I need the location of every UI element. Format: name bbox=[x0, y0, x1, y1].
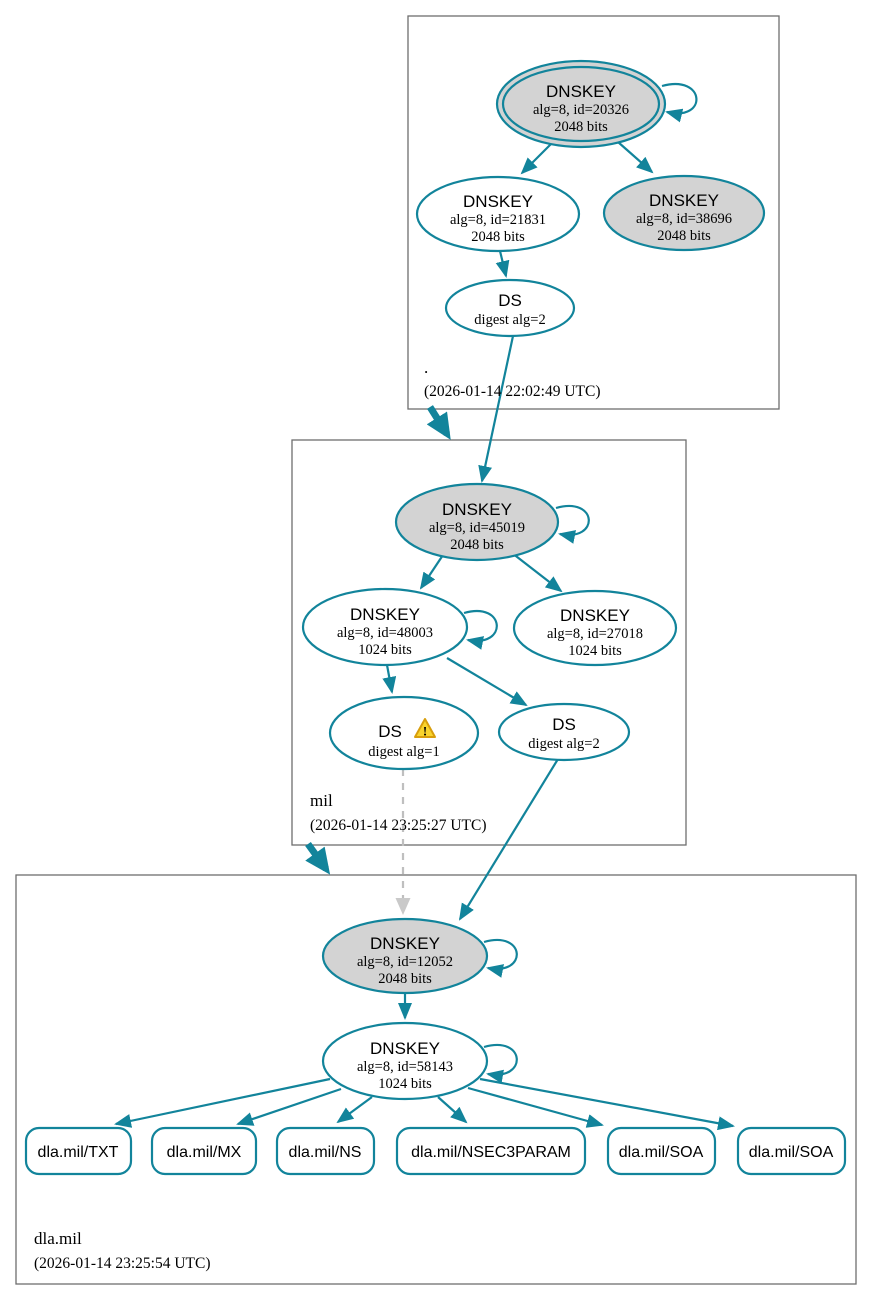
zone-box-mil bbox=[291, 439, 687, 846]
rrset-label: dla.mil/SOA bbox=[749, 1144, 834, 1161]
edge-dla-zsk-to-nsec3param bbox=[437, 1096, 468, 1124]
zone-label-mil: mil bbox=[310, 791, 333, 810]
edge-root-ds-to-mil-ksk bbox=[478, 335, 515, 483]
node-detail: alg=8, id=21831 bbox=[450, 212, 546, 228]
node-mil-ksk-45019[interactable]: DNSKEY alg=8, id=45019 2048 bits bbox=[394, 482, 560, 562]
node-detail: alg=8, id=45019 bbox=[429, 520, 525, 536]
node-dla-zsk-58143[interactable]: DNSKEY alg=8, id=58143 1024 bits bbox=[321, 1021, 489, 1101]
node-detail: 2048 bits bbox=[657, 228, 711, 244]
edge-mil-zsk-to-ds1 bbox=[382, 664, 397, 694]
rrset-dla-mil-soa-2[interactable]: dla.mil/SOA bbox=[736, 1126, 847, 1176]
node-detail: digest alg=2 bbox=[528, 736, 599, 752]
zone-timestamp-dla-mil: (2026-01-14 23:25:54 UTC) bbox=[34, 1255, 211, 1272]
edge-dla-zsk-to-soa1 bbox=[467, 1086, 604, 1128]
edge-mil-zsk-self-sign bbox=[463, 610, 498, 650]
node-title: DNSKEY bbox=[370, 934, 440, 953]
rrset-dla-mil-nsec3param[interactable]: dla.mil/NSEC3PARAM bbox=[395, 1126, 587, 1176]
edge-dla-zsk-to-ns bbox=[336, 1096, 373, 1124]
warning-icon: ! bbox=[414, 718, 436, 739]
zone-label-dla-mil: dla.mil bbox=[34, 1229, 82, 1248]
rrset-label: dla.mil/TXT bbox=[38, 1144, 119, 1161]
zone-box-root bbox=[407, 15, 780, 410]
rrset-dla-mil-ns[interactable]: dla.mil/NS bbox=[275, 1126, 376, 1176]
node-detail: alg=8, id=38696 bbox=[636, 211, 732, 227]
node-detail: alg=8, id=27018 bbox=[547, 626, 643, 642]
edge-mil-zsk-to-ds2 bbox=[446, 657, 528, 707]
svg-text:!: ! bbox=[423, 724, 427, 739]
edge-dla-zsk-self-sign bbox=[483, 1044, 518, 1084]
edge-delegation-root-to-mil bbox=[426, 405, 451, 440]
node-root-dnskey-38696[interactable]: DNSKEY alg=8, id=38696 2048 bits bbox=[602, 174, 766, 252]
rrset-dla-mil-soa-1[interactable]: dla.mil/SOA bbox=[606, 1126, 717, 1176]
node-title: DS bbox=[552, 715, 576, 734]
edge-root-zsk-to-ds bbox=[495, 250, 510, 278]
node-title: DNSKEY bbox=[649, 191, 719, 210]
node-root-zsk-21831[interactable]: DNSKEY alg=8, id=21831 2048 bits bbox=[415, 175, 581, 253]
node-mil-zsk-48003[interactable]: DNSKEY alg=8, id=48003 1024 bits bbox=[301, 587, 469, 667]
node-detail: alg=8, id=20326 bbox=[533, 102, 629, 118]
node-mil-dnskey-27018[interactable]: DNSKEY alg=8, id=27018 1024 bits bbox=[512, 589, 678, 667]
node-detail: digest alg=1 bbox=[368, 744, 439, 760]
node-title: DNSKEY bbox=[463, 192, 533, 211]
node-title: DNSKEY bbox=[370, 1039, 440, 1058]
node-title: DS bbox=[378, 722, 402, 741]
node-title: DS bbox=[498, 291, 522, 310]
node-mil-ds1-warning[interactable]: DS ! digest alg=1 bbox=[328, 695, 480, 771]
node-title: DNSKEY bbox=[442, 500, 512, 519]
edge-root-ksk-to-zsk bbox=[520, 142, 553, 175]
node-detail: 1024 bits bbox=[358, 642, 412, 658]
node-detail: 2048 bits bbox=[378, 971, 432, 987]
node-root-ksk-20326[interactable]: DNSKEY alg=8, id=20326 2048 bits bbox=[495, 59, 667, 149]
node-detail: 2048 bits bbox=[450, 537, 504, 553]
zone-box-dla-mil bbox=[15, 874, 857, 1285]
edge-mil-ksk-to-key27018 bbox=[511, 552, 563, 593]
node-detail: alg=8, id=48003 bbox=[337, 625, 433, 641]
zone-timestamp-mil: (2026-01-14 23:25:27 UTC) bbox=[310, 817, 487, 834]
rrset-dla-mil-mx[interactable]: dla.mil/MX bbox=[150, 1126, 258, 1176]
edge-root-ksk-self-sign bbox=[661, 83, 698, 123]
rrset-label: dla.mil/NSEC3PARAM bbox=[411, 1144, 571, 1161]
node-mil-ds2[interactable]: DS digest alg=2 bbox=[497, 702, 631, 762]
node-detail: 1024 bits bbox=[378, 1076, 432, 1092]
node-title: DNSKEY bbox=[546, 82, 616, 101]
node-detail: digest alg=2 bbox=[474, 312, 545, 328]
zone-timestamp-root: (2026-01-14 22:02:49 UTC) bbox=[424, 383, 601, 400]
zone-label-root: . bbox=[424, 358, 428, 377]
edge-mil-ksk-to-zsk bbox=[419, 551, 446, 590]
node-detail: alg=8, id=58143 bbox=[357, 1059, 453, 1075]
node-detail: 2048 bits bbox=[554, 119, 608, 135]
edge-dla-ksk-self-sign bbox=[483, 939, 518, 978]
node-detail: 1024 bits bbox=[568, 643, 622, 659]
rrset-label: dla.mil/NS bbox=[289, 1144, 362, 1161]
rrset-label: dla.mil/MX bbox=[167, 1144, 242, 1161]
node-title: DNSKEY bbox=[350, 605, 420, 624]
node-dla-ksk-12052[interactable]: DNSKEY alg=8, id=12052 2048 bits bbox=[321, 917, 489, 995]
rrset-dla-mil-txt[interactable]: dla.mil/TXT bbox=[24, 1126, 133, 1176]
edge-mil-ksk-self-sign bbox=[555, 505, 590, 544]
node-root-ds[interactable]: DS digest alg=2 bbox=[444, 278, 576, 338]
edge-delegation-mil-to-dla bbox=[305, 841, 331, 875]
rrset-label: dla.mil/SOA bbox=[619, 1144, 704, 1161]
edge-dla-zsk-to-soa2 bbox=[479, 1077, 735, 1131]
node-title: DNSKEY bbox=[560, 606, 630, 625]
node-detail: 2048 bits bbox=[471, 229, 525, 245]
edge-dla-zsk-to-mx bbox=[236, 1087, 342, 1126]
node-detail: alg=8, id=12052 bbox=[357, 954, 453, 970]
edge-dla-zsk-to-txt bbox=[114, 1077, 331, 1128]
edge-root-ksk-to-key38696 bbox=[617, 141, 654, 174]
edge-mil-ds2-to-dla-ksk bbox=[458, 758, 559, 921]
